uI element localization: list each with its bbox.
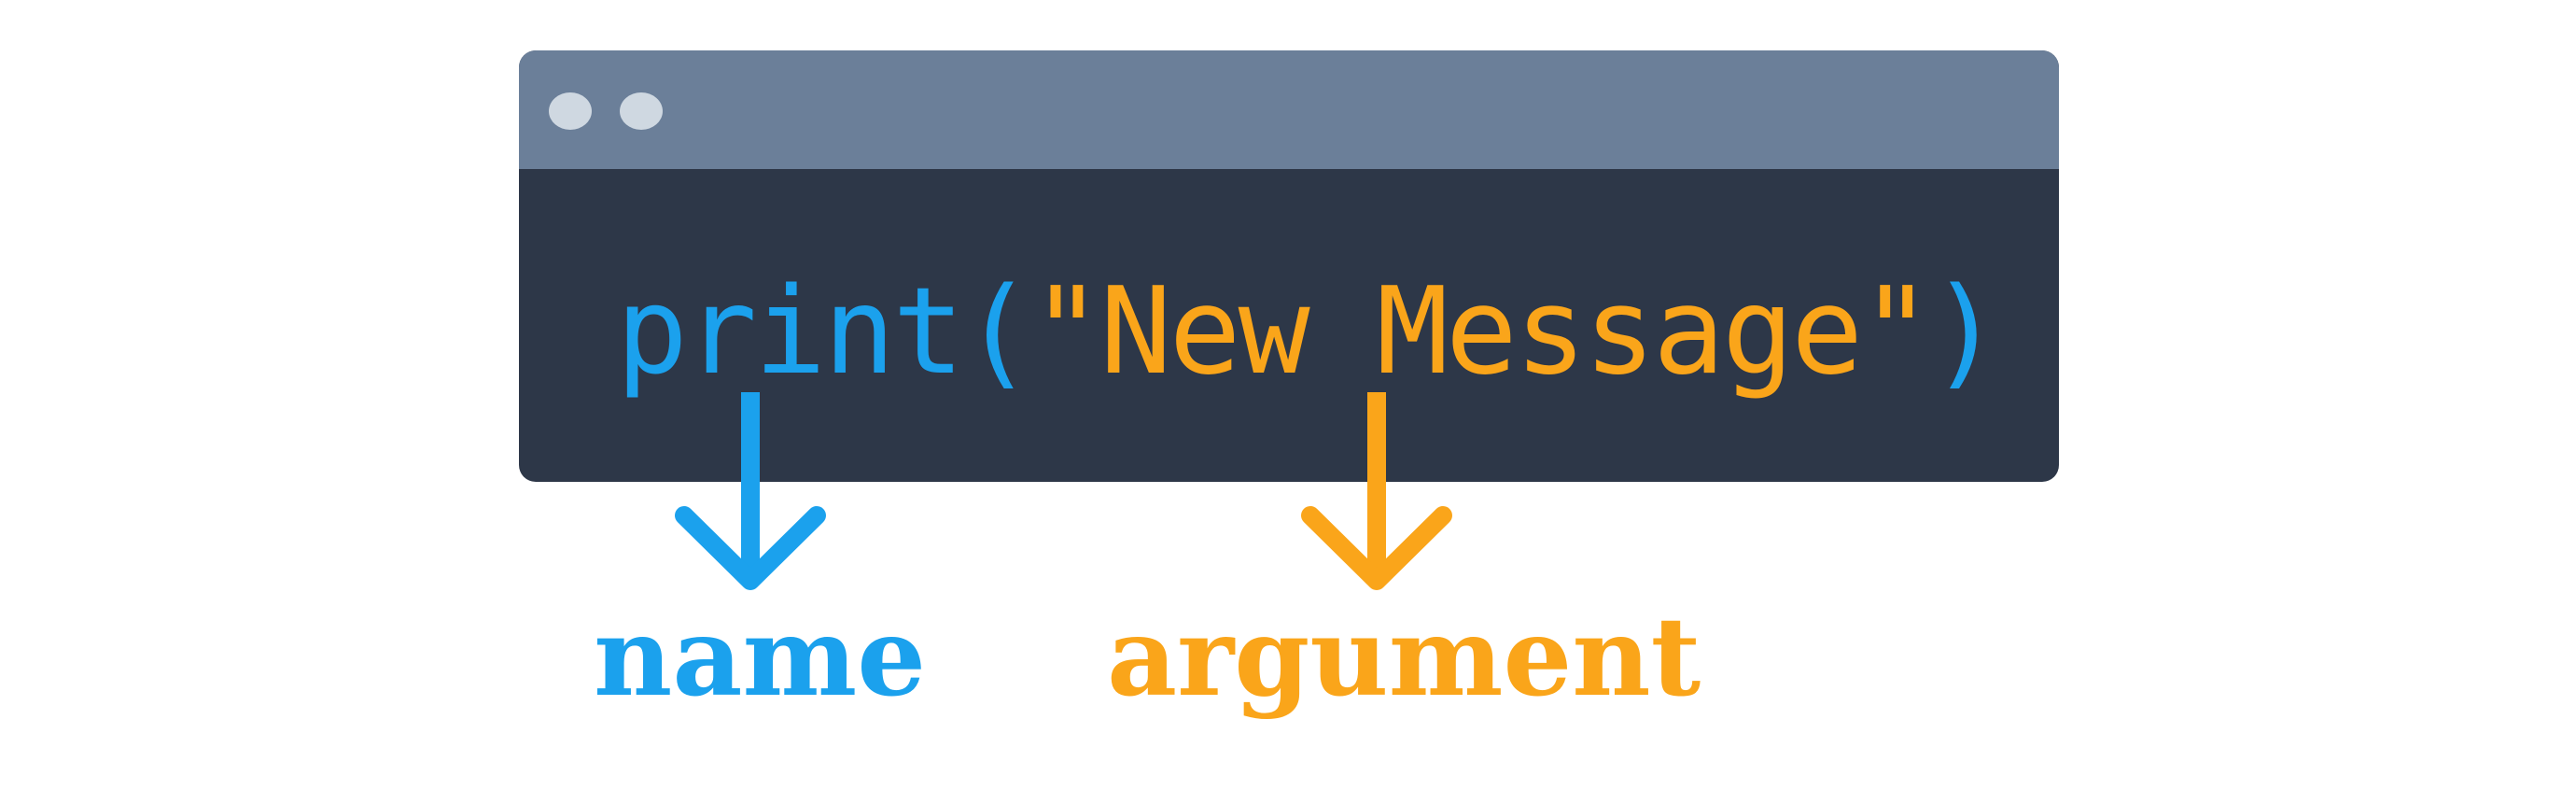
window-titlebar [519, 50, 2059, 169]
argument-label: argument [1107, 594, 1701, 721]
open-paren: ( [961, 262, 1033, 402]
argument-string: "New Message" [1030, 262, 1932, 402]
argument-arrow-icon [1301, 392, 1452, 590]
code-line: print("New Message") [616, 273, 2001, 392]
name-label: name [594, 594, 927, 721]
window-dot-icon [620, 92, 663, 130]
close-paren: ) [1929, 262, 2001, 402]
name-arrow-icon [675, 392, 826, 590]
function-name: print [616, 262, 964, 402]
window-dot-icon [549, 92, 592, 130]
code-window: print("New Message") [519, 50, 2059, 482]
